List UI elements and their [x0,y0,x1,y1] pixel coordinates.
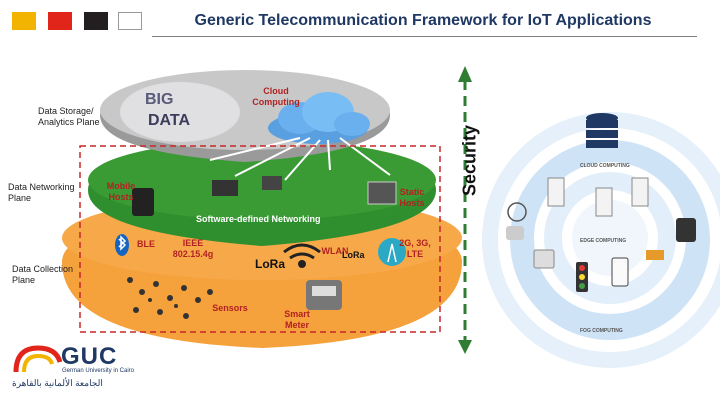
ring-label-edge: EDGE COMPUTING [580,238,627,244]
cloud-icon [268,92,370,144]
big-text: BIG [145,91,174,108]
slide-title: Generic Telecommunication Framework for … [194,12,652,29]
cloud-computing-label: Cloud Computing [252,86,300,107]
collection-plane-label: Data Collection Plane [12,264,74,285]
guc-logo-subtitle: German University in Cairo [62,368,135,374]
title-underline [152,36,697,37]
tablet-icon [262,176,282,190]
server-icon [631,177,649,207]
camera-icon [506,226,524,240]
big-data-word-cloud [120,82,240,142]
wifi-device-icon [507,202,527,222]
ble-label: BLE [137,239,155,249]
sensors-label: Sensors [212,303,248,313]
server-monitor-icon [367,181,397,205]
wifi-icon [283,243,321,268]
wlan-label: WLAN [321,246,349,256]
storage-plane-label: Data Storage/ Analytics Plane [38,106,100,127]
server-icon [547,177,565,207]
lora-label-large: LoRa [255,257,285,271]
sdn-label: Software-defined Networking [196,214,321,224]
guc-logo-arabic: الجامعة الألمانية بالقاهرة [12,378,103,388]
thermostat-icon [533,249,555,269]
security-arrow [458,66,472,354]
guc-logo-icon [13,345,63,373]
plane-selection-frame [79,145,441,333]
ieee-label: IEEE 802.15.4g [172,238,214,259]
mobile-device-icon [132,188,154,216]
server-icon [595,187,613,217]
smartwatch-icon [676,218,696,242]
color-square-yellow [12,12,36,30]
lora-label-small: LoRa [342,250,365,260]
ring-label-cloud: CLOUD COMPUTING [580,163,630,169]
bluetooth-icon [115,234,129,256]
color-square-white [118,12,142,30]
static-hosts-label: Static Hosts [399,187,425,208]
mobile-hosts-label: Mobile Hosts [106,181,136,202]
ring-label-fog: FOG COMPUTING [580,328,623,334]
color-square-red [48,12,72,30]
smartphone-icon [611,257,629,287]
cellular-label: 2G, 3G, LTE [399,238,431,259]
smart-meter-icon [306,280,342,310]
guc-logo-text: GUC [61,343,118,370]
security-label: Security [459,124,480,197]
cell-tower-icon [378,238,406,266]
color-square-black [84,12,108,30]
data-text: DATA [148,112,191,129]
database-icon [586,113,618,148]
valve-icon [646,250,664,260]
smart-meter-label: Smart Meter [284,309,310,330]
networking-plane-label: Data Networking Plane [8,182,75,203]
sensors-cluster [127,277,213,319]
laptop-icon [212,180,238,196]
